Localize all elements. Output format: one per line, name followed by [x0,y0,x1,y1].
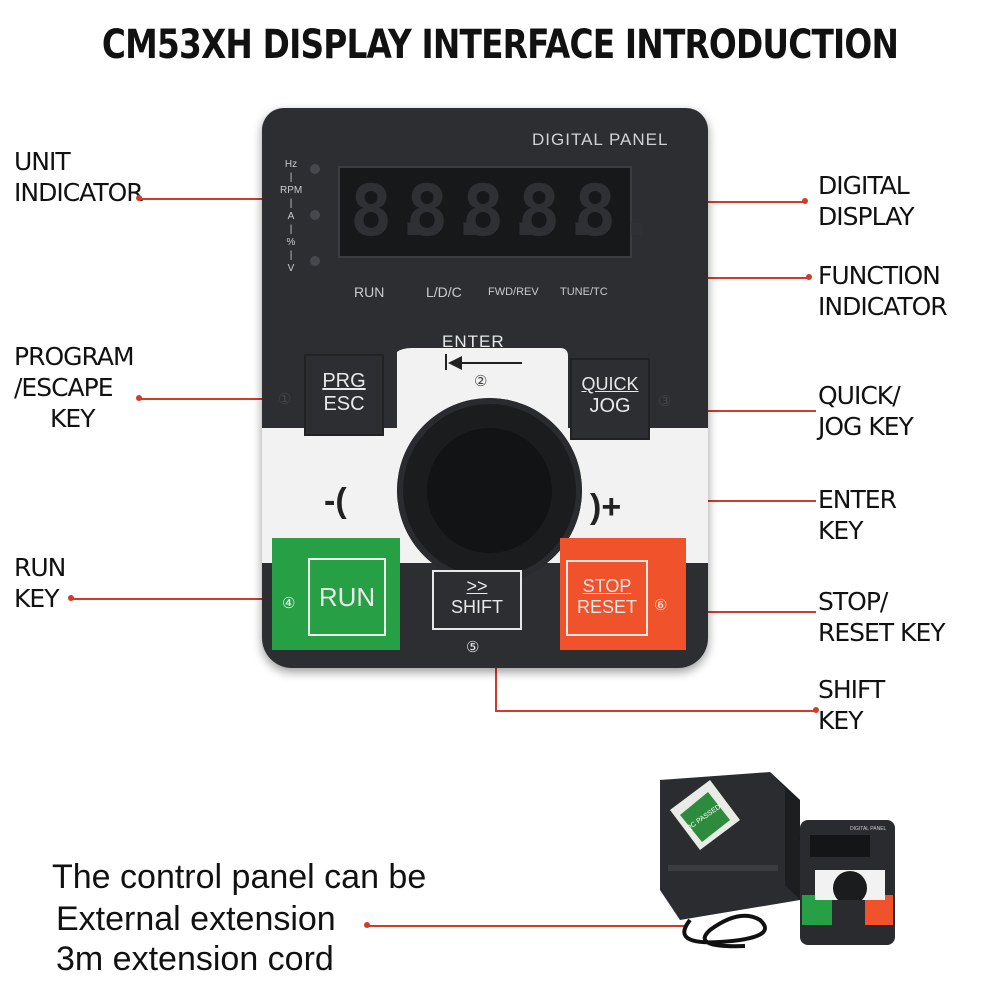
unit-led-1 [310,164,320,174]
callout-line-run [70,598,290,600]
enter-knob[interactable] [397,398,582,583]
callout-line-function [616,277,808,279]
inverter-photo: QC PASSED DIGITAL PANEL [660,772,895,949]
callout-dot-function [806,274,812,280]
function-run: RUN [354,284,385,300]
unit-led-2 [310,210,320,220]
callout-line-display [632,201,804,203]
callout-dot-extension [364,922,370,928]
quick-jog-button[interactable]: QUICK JOG [570,358,650,440]
stop-reset-button[interactable]: STOP RESET [566,560,648,636]
number-6: ⑥ [654,597,668,614]
function-ldc: L/D/C [426,284,462,300]
minus-arrow: -( [324,482,347,520]
function-fwdrev: FWD/REV [488,286,539,298]
callout-dot-program [136,395,142,401]
callout-line-extension [366,925,686,927]
number-3: ③ [658,393,672,410]
digit-2: 8. [406,170,491,252]
callout-line-program [138,398,283,400]
unit-labels: Hz| RPM| A| %| V [280,159,303,274]
callout-line-shift-vertical [495,665,497,711]
knob-center [427,428,552,553]
footer-line-1: The control panel can be [52,858,427,896]
label-program-escape-key: PROGRAM /ESCAPE KEY [14,342,135,433]
number-4: ④ [282,595,296,612]
label-stop-reset-key: STOP/RESET KEY [818,587,946,647]
unit-led-3 [310,256,320,266]
prg-esc-button[interactable]: PRG ESC [304,354,384,436]
enter-arrow-icon [445,354,522,370]
plus-arrow: )+ [590,488,622,526]
enter-label: ENTER [442,332,505,351]
shift-button[interactable]: >> SHIFT [432,570,522,630]
function-tunetc: TUNE/TC [560,286,608,298]
callout-dot-display [802,198,808,204]
footer-line-2: External extension [56,900,336,938]
digit-1: 8. [350,170,435,252]
digital-display: 8. 8. 8. 8. 8. [338,166,659,258]
footer-line-3: 3m extension cord [56,940,334,978]
callout-line-shift [495,710,815,712]
photo-panel-label: DIGITAL PANEL [850,826,887,832]
control-panel: DIGITAL PANEL Hz| RPM| A| %| V 8. 8. 8. … [262,108,708,668]
number-5: ⑤ [466,639,480,656]
panel-title: DIGITAL PANEL [532,130,669,149]
callout-line-unit [138,198,313,200]
number-2: ② [474,373,488,390]
label-quick-jog-key: QUICK/JOG KEY [818,381,914,441]
digit-4: 8. [518,170,603,252]
number-1: ① [278,391,292,408]
page-title: CM53XH DISPLAY INTERFACE INTRODUCTION [101,22,899,68]
callout-line-quick [660,410,816,412]
callout-line-stop [664,611,816,613]
digit-3: 8. [462,170,547,252]
callout-dot-unit [136,195,142,201]
run-button[interactable]: RUN [308,558,386,636]
callout-dot-run [68,595,74,601]
digit-5: 8. [574,170,659,252]
callout-dot-shift [813,707,819,713]
